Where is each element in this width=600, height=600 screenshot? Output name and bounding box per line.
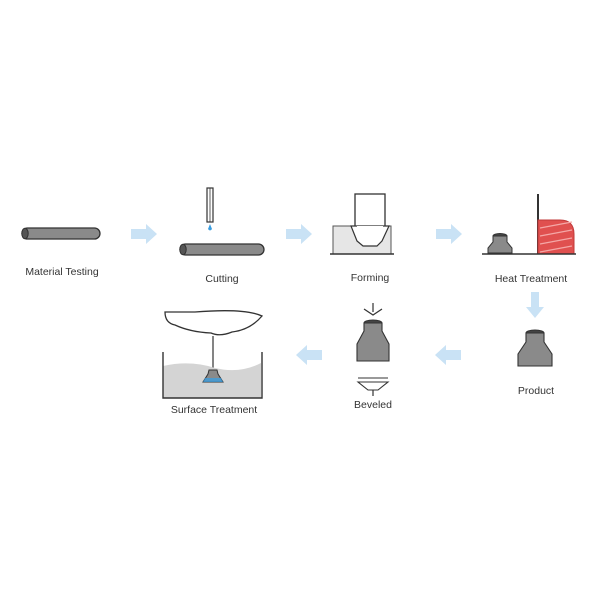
pipe-icon [21, 227, 101, 240]
flow-arrow-icon [436, 224, 462, 244]
reducer-product-icon [356, 319, 390, 362]
flow-arrow-icon [435, 345, 461, 365]
beveled-step: Beveled [354, 303, 392, 411]
forming-press-icon [330, 193, 394, 255]
cutting-blade-icon [206, 187, 214, 231]
cutting-step: Cutting [179, 187, 265, 285]
material-testing-step: Material Testing [21, 227, 101, 278]
surface-treatment-step: Surface Treatment [162, 310, 264, 416]
bevel-tool-icon [363, 303, 383, 316]
flow-arrow-icon [296, 345, 322, 365]
product-step: Product [517, 329, 554, 397]
forming-label: Forming [351, 272, 390, 284]
surface-treatment-label: Surface Treatment [171, 404, 257, 416]
heat-treatment-label: Heat Treatment [495, 273, 567, 285]
flow-arrow-icon [131, 224, 157, 244]
cutting-label: Cutting [205, 273, 238, 285]
reducer-product-icon [487, 233, 513, 254]
forming-step: Forming [330, 193, 394, 284]
reducer-product-icon [517, 329, 553, 367]
pipe-icon [179, 243, 265, 256]
beveled-label: Beveled [354, 399, 392, 411]
bevel-tool-icon [356, 377, 390, 396]
furnace-icon [537, 194, 575, 255]
dip-tank-icon [162, 310, 264, 399]
material-testing-label: Material Testing [25, 266, 99, 278]
product-label: Product [518, 385, 554, 397]
flow-arrow-icon [286, 224, 312, 244]
heat-treatment-step: Heat Treatment [482, 194, 576, 285]
flow-arrow-icon [526, 292, 544, 318]
